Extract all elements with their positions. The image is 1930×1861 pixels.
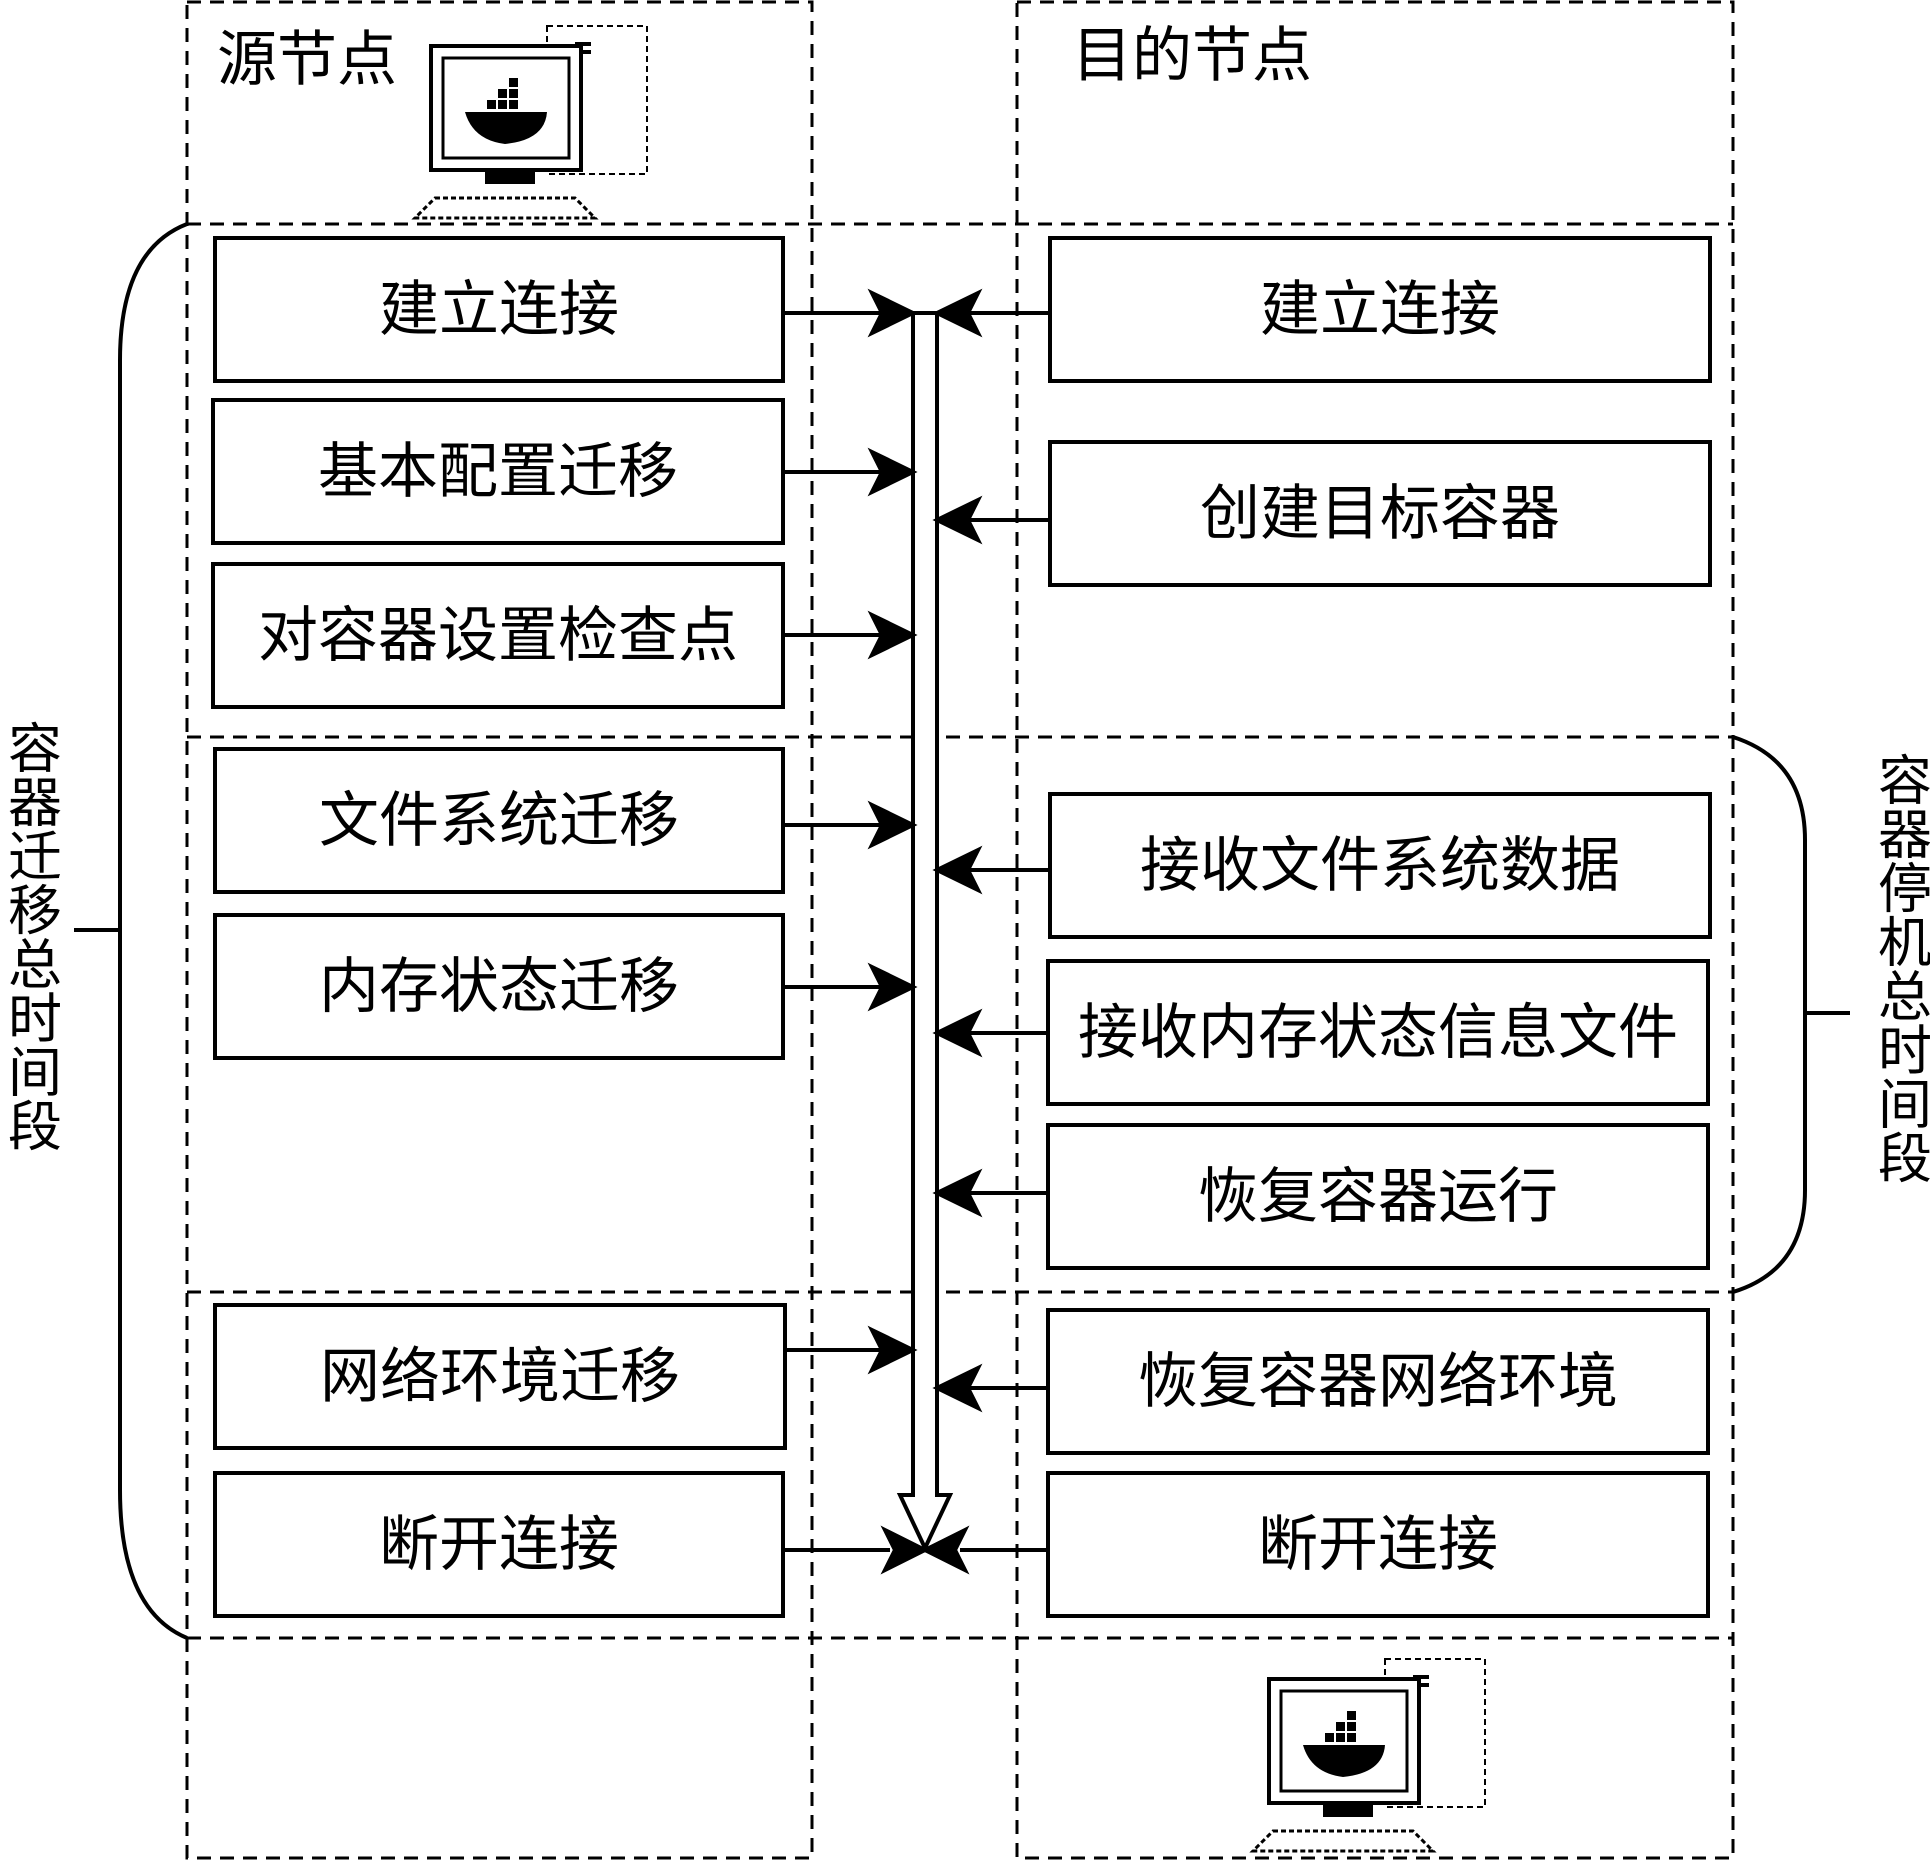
- target-step-label: 断开连接: [1258, 1510, 1498, 1580]
- source-column-frame: [185, 0, 814, 1860]
- docker-computer-icon: [1249, 1658, 1486, 1853]
- target-node-title: 目的节点: [1072, 21, 1312, 91]
- source-step-box: [213, 236, 785, 383]
- target-step-box: [1046, 1308, 1710, 1455]
- target-step-label: 接收文件系统数据: [1140, 831, 1620, 901]
- target-step-box: [1046, 1123, 1710, 1270]
- source-node-title: 源节点: [217, 25, 397, 95]
- source-arrows: [783, 288, 930, 1575]
- left-brace-label: 容器迁移总时间段: [0, 720, 62, 1152]
- source-step-box: [211, 398, 785, 545]
- source-step-label: 断开连接: [379, 1510, 619, 1580]
- source-step-label: 内存状态迁移: [319, 952, 679, 1022]
- target-step-box: [1046, 1471, 1710, 1618]
- target-step-label: 创建目标容器: [1200, 479, 1560, 549]
- target-column-frame: [1015, 0, 1735, 1860]
- source-step-label: 网络环境迁移: [320, 1342, 680, 1412]
- source-step-label: 文件系统迁移: [319, 786, 679, 856]
- left-brace: [74, 222, 188, 1640]
- target-step-box: [1048, 440, 1712, 587]
- source-step-box: [213, 913, 785, 1060]
- target-step-box: [1048, 792, 1712, 939]
- docker-computer-icon: [411, 25, 648, 220]
- source-steps: [211, 236, 787, 1618]
- timeline-arrow: [896, 311, 954, 1553]
- target-arrows: [920, 288, 1050, 1575]
- column-frames: [185, 0, 1735, 1860]
- target-step-box: [1046, 959, 1710, 1106]
- source-step-label: 建立连接: [379, 275, 619, 345]
- source-step-box: [213, 1303, 787, 1450]
- source-step-box: [213, 747, 785, 894]
- target-steps: [1046, 236, 1712, 1618]
- target-step-label: 建立连接: [1260, 275, 1500, 345]
- source-step-label: 对容器设置检查点: [258, 601, 738, 671]
- target-step-label: 接收内存状态信息文件: [1078, 998, 1678, 1068]
- right-brace-label: 容器停机总时间段: [1869, 752, 1930, 1184]
- target-step-label: 恢复容器网络环境: [1138, 1347, 1618, 1417]
- source-step-box: [211, 562, 785, 709]
- source-step-label: 基本配置迁移: [318, 437, 678, 507]
- source-step-box: [213, 1471, 785, 1618]
- target-step-box: [1048, 236, 1712, 383]
- target-step-label: 恢复容器运行: [1198, 1162, 1558, 1232]
- right-brace: [1732, 735, 1850, 1294]
